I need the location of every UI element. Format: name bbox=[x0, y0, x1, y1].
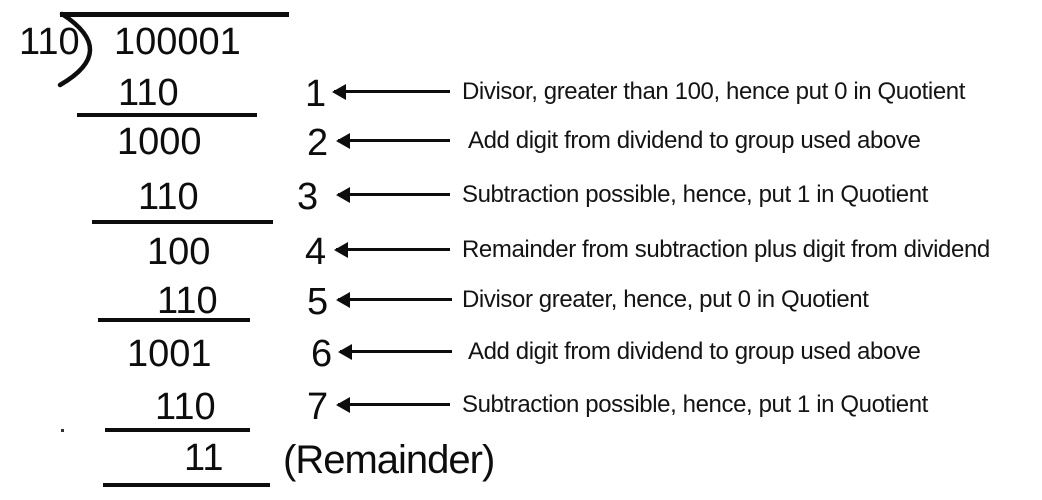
step-annotation-5: Divisor greater, hence, put 0 in Quotien… bbox=[462, 286, 869, 313]
remainder-label: (Remainder) bbox=[283, 438, 495, 482]
left-arrow-icon bbox=[334, 241, 450, 258]
remainder-value: 11 bbox=[184, 437, 224, 479]
step-number-2: 2 bbox=[307, 122, 329, 164]
step-annotation-4: Remainder from subtraction plus digit fr… bbox=[462, 236, 990, 263]
subtraction-line-1 bbox=[77, 113, 257, 117]
left-arrow-icon bbox=[336, 396, 450, 413]
left-arrow-icon bbox=[332, 83, 450, 100]
step-number-7: 7 bbox=[307, 386, 329, 428]
step-number-6: 6 bbox=[311, 333, 333, 375]
work-row-6: 1001 bbox=[127, 333, 212, 375]
work-row-4: 100 bbox=[147, 231, 211, 273]
step-annotation-3: Subtraction possible, hence, put 1 in Qu… bbox=[462, 181, 928, 208]
stray-dot bbox=[61, 429, 64, 432]
subtraction-line-4 bbox=[105, 428, 250, 432]
division-bracket-icon bbox=[57, 11, 93, 88]
divisor: 110 bbox=[19, 21, 80, 63]
left-arrow-icon bbox=[336, 186, 450, 203]
work-row-2: 1000 bbox=[117, 121, 202, 163]
step-annotation-6: Add digit from dividend to group used ab… bbox=[468, 338, 921, 365]
left-arrow-icon bbox=[336, 291, 452, 308]
step-number-1: 1 bbox=[305, 73, 327, 115]
left-arrow-icon bbox=[338, 343, 452, 360]
step-number-3: 3 bbox=[297, 176, 319, 218]
subtraction-line-3 bbox=[98, 318, 250, 322]
step-number-5: 5 bbox=[307, 281, 329, 323]
step-number-4: 4 bbox=[305, 231, 327, 273]
work-row-1: 110 bbox=[118, 72, 179, 114]
final-line bbox=[103, 483, 270, 487]
work-row-5: 110 bbox=[157, 280, 218, 322]
step-annotation-7: Subtraction possible, hence, put 1 in Qu… bbox=[462, 391, 928, 418]
work-row-3: 110 bbox=[138, 176, 199, 218]
work-row-7: 110 bbox=[155, 386, 216, 428]
left-arrow-icon bbox=[336, 132, 450, 149]
division-overbar bbox=[60, 12, 289, 17]
dividend: 100001 bbox=[114, 21, 241, 63]
subtraction-line-2 bbox=[92, 220, 273, 224]
step-annotation-2: Add digit from dividend to group used ab… bbox=[468, 127, 921, 154]
step-annotation-1: Divisor, greater than 100, hence put 0 i… bbox=[462, 78, 965, 105]
